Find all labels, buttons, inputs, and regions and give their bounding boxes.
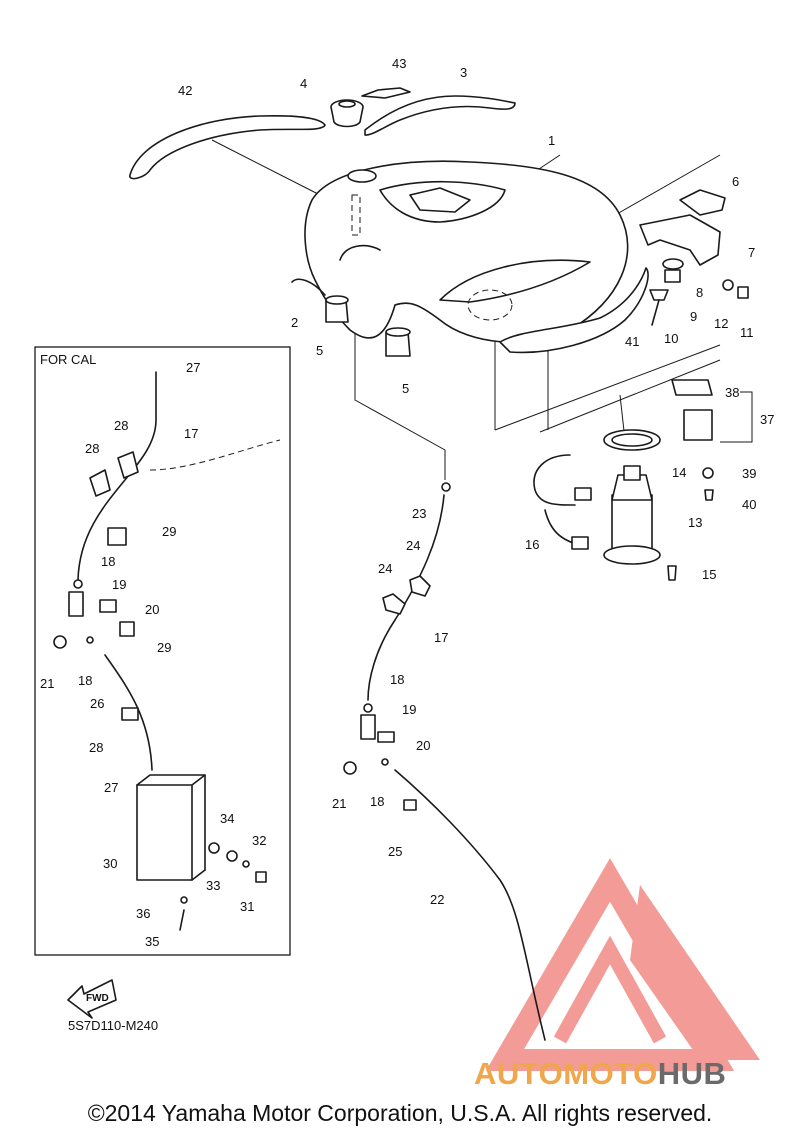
callout-16: 16 bbox=[525, 537, 539, 552]
callout-18d: 18 bbox=[370, 794, 384, 809]
callout-21: 21 bbox=[40, 676, 54, 691]
hose-2 bbox=[291, 278, 326, 296]
callout-18: 18 bbox=[101, 554, 115, 569]
callout-2: 2 bbox=[291, 315, 298, 330]
assembly-lines bbox=[211, 139, 721, 480]
callout-labels: 1 2 3 4 5 5 6 7 8 9 10 11 12 13 14 15 16… bbox=[40, 56, 774, 949]
watermark-text-part2: HUB bbox=[657, 1056, 727, 1091]
callout-25: 25 bbox=[388, 844, 402, 859]
callout-15: 15 bbox=[702, 567, 716, 582]
copyright-text: ©2014 Yamaha Motor Corporation, U.S.A. A… bbox=[87, 1100, 713, 1126]
callout-19b: 19 bbox=[402, 702, 416, 717]
watermark-text-part1: AUTOMOTO bbox=[474, 1056, 658, 1091]
trim-strip-42 bbox=[129, 115, 326, 180]
trim-strip-3 bbox=[364, 95, 516, 136]
callout-1: 1 bbox=[548, 133, 555, 148]
callout-42: 42 bbox=[178, 83, 192, 98]
callout-20: 20 bbox=[145, 602, 159, 617]
callout-12: 12 bbox=[714, 316, 728, 331]
callout-5b: 5 bbox=[402, 381, 409, 396]
callout-32: 32 bbox=[252, 833, 266, 848]
callout-18b: 18 bbox=[390, 672, 404, 687]
callout-17b: 17 bbox=[434, 630, 448, 645]
watermark-text: AUTOMOTOHUB bbox=[474, 1056, 726, 1092]
callout-28c: 28 bbox=[89, 740, 103, 755]
callout-40: 40 bbox=[742, 497, 756, 512]
callout-8: 8 bbox=[696, 285, 703, 300]
callout-29b: 29 bbox=[157, 640, 171, 655]
callout-22: 22 bbox=[430, 892, 444, 907]
sender-assembly bbox=[671, 379, 753, 501]
callout-31: 31 bbox=[240, 899, 254, 914]
fwd-arrow-icon: FWD bbox=[67, 979, 117, 1019]
callout-39: 39 bbox=[742, 466, 756, 481]
callout-17: 17 bbox=[184, 426, 198, 441]
callout-33: 33 bbox=[206, 878, 220, 893]
callout-28a: 28 bbox=[114, 418, 128, 433]
callout-23: 23 bbox=[412, 506, 426, 521]
callout-10: 10 bbox=[664, 331, 678, 346]
fuel-cap bbox=[330, 99, 364, 128]
callout-36: 36 bbox=[136, 906, 150, 921]
fwd-label: FWD bbox=[86, 993, 109, 1004]
side-cover-41 bbox=[499, 267, 649, 354]
callout-9: 9 bbox=[690, 309, 697, 324]
fuel-pump-assembly bbox=[533, 429, 677, 581]
callout-18c: 18 bbox=[78, 673, 92, 688]
drawing-code: 5S7D110-M240 bbox=[68, 1018, 158, 1033]
emblem-43 bbox=[361, 87, 411, 99]
cal-canister-route bbox=[53, 371, 281, 931]
callout-11: 11 bbox=[740, 325, 754, 340]
callout-41: 41 bbox=[625, 334, 639, 349]
callout-27b: 27 bbox=[104, 780, 118, 795]
callout-5a: 5 bbox=[316, 343, 323, 358]
callout-28b: 28 bbox=[85, 441, 99, 456]
callout-29a: 29 bbox=[162, 524, 176, 539]
callout-30: 30 bbox=[103, 856, 117, 871]
callout-19: 19 bbox=[112, 577, 126, 592]
callout-24b: 24 bbox=[406, 538, 420, 553]
callout-3: 3 bbox=[460, 65, 467, 80]
callout-6: 6 bbox=[732, 174, 739, 189]
callout-21b: 21 bbox=[332, 796, 346, 811]
watermark-logo bbox=[485, 858, 760, 1071]
callout-24a: 24 bbox=[378, 561, 392, 576]
callout-43: 43 bbox=[392, 56, 406, 71]
callout-7: 7 bbox=[748, 245, 755, 260]
callout-27a: 27 bbox=[186, 360, 200, 375]
fuel-tank bbox=[304, 160, 629, 344]
callout-34: 34 bbox=[220, 811, 234, 826]
callout-4: 4 bbox=[300, 76, 307, 91]
callout-35: 35 bbox=[145, 934, 159, 949]
for-cal-box bbox=[34, 346, 291, 956]
main-hose-route bbox=[343, 482, 546, 1041]
grommet-5a bbox=[325, 295, 349, 323]
callout-13: 13 bbox=[688, 515, 702, 530]
callout-38: 38 bbox=[725, 385, 739, 400]
callout-37: 37 bbox=[760, 412, 774, 427]
for-cal-label: FOR CAL bbox=[40, 352, 96, 367]
grommet-5b bbox=[385, 327, 411, 357]
bracket-assembly bbox=[639, 189, 749, 326]
callout-14: 14 bbox=[672, 465, 686, 480]
callout-26: 26 bbox=[90, 696, 104, 711]
callout-20b: 20 bbox=[416, 738, 430, 753]
